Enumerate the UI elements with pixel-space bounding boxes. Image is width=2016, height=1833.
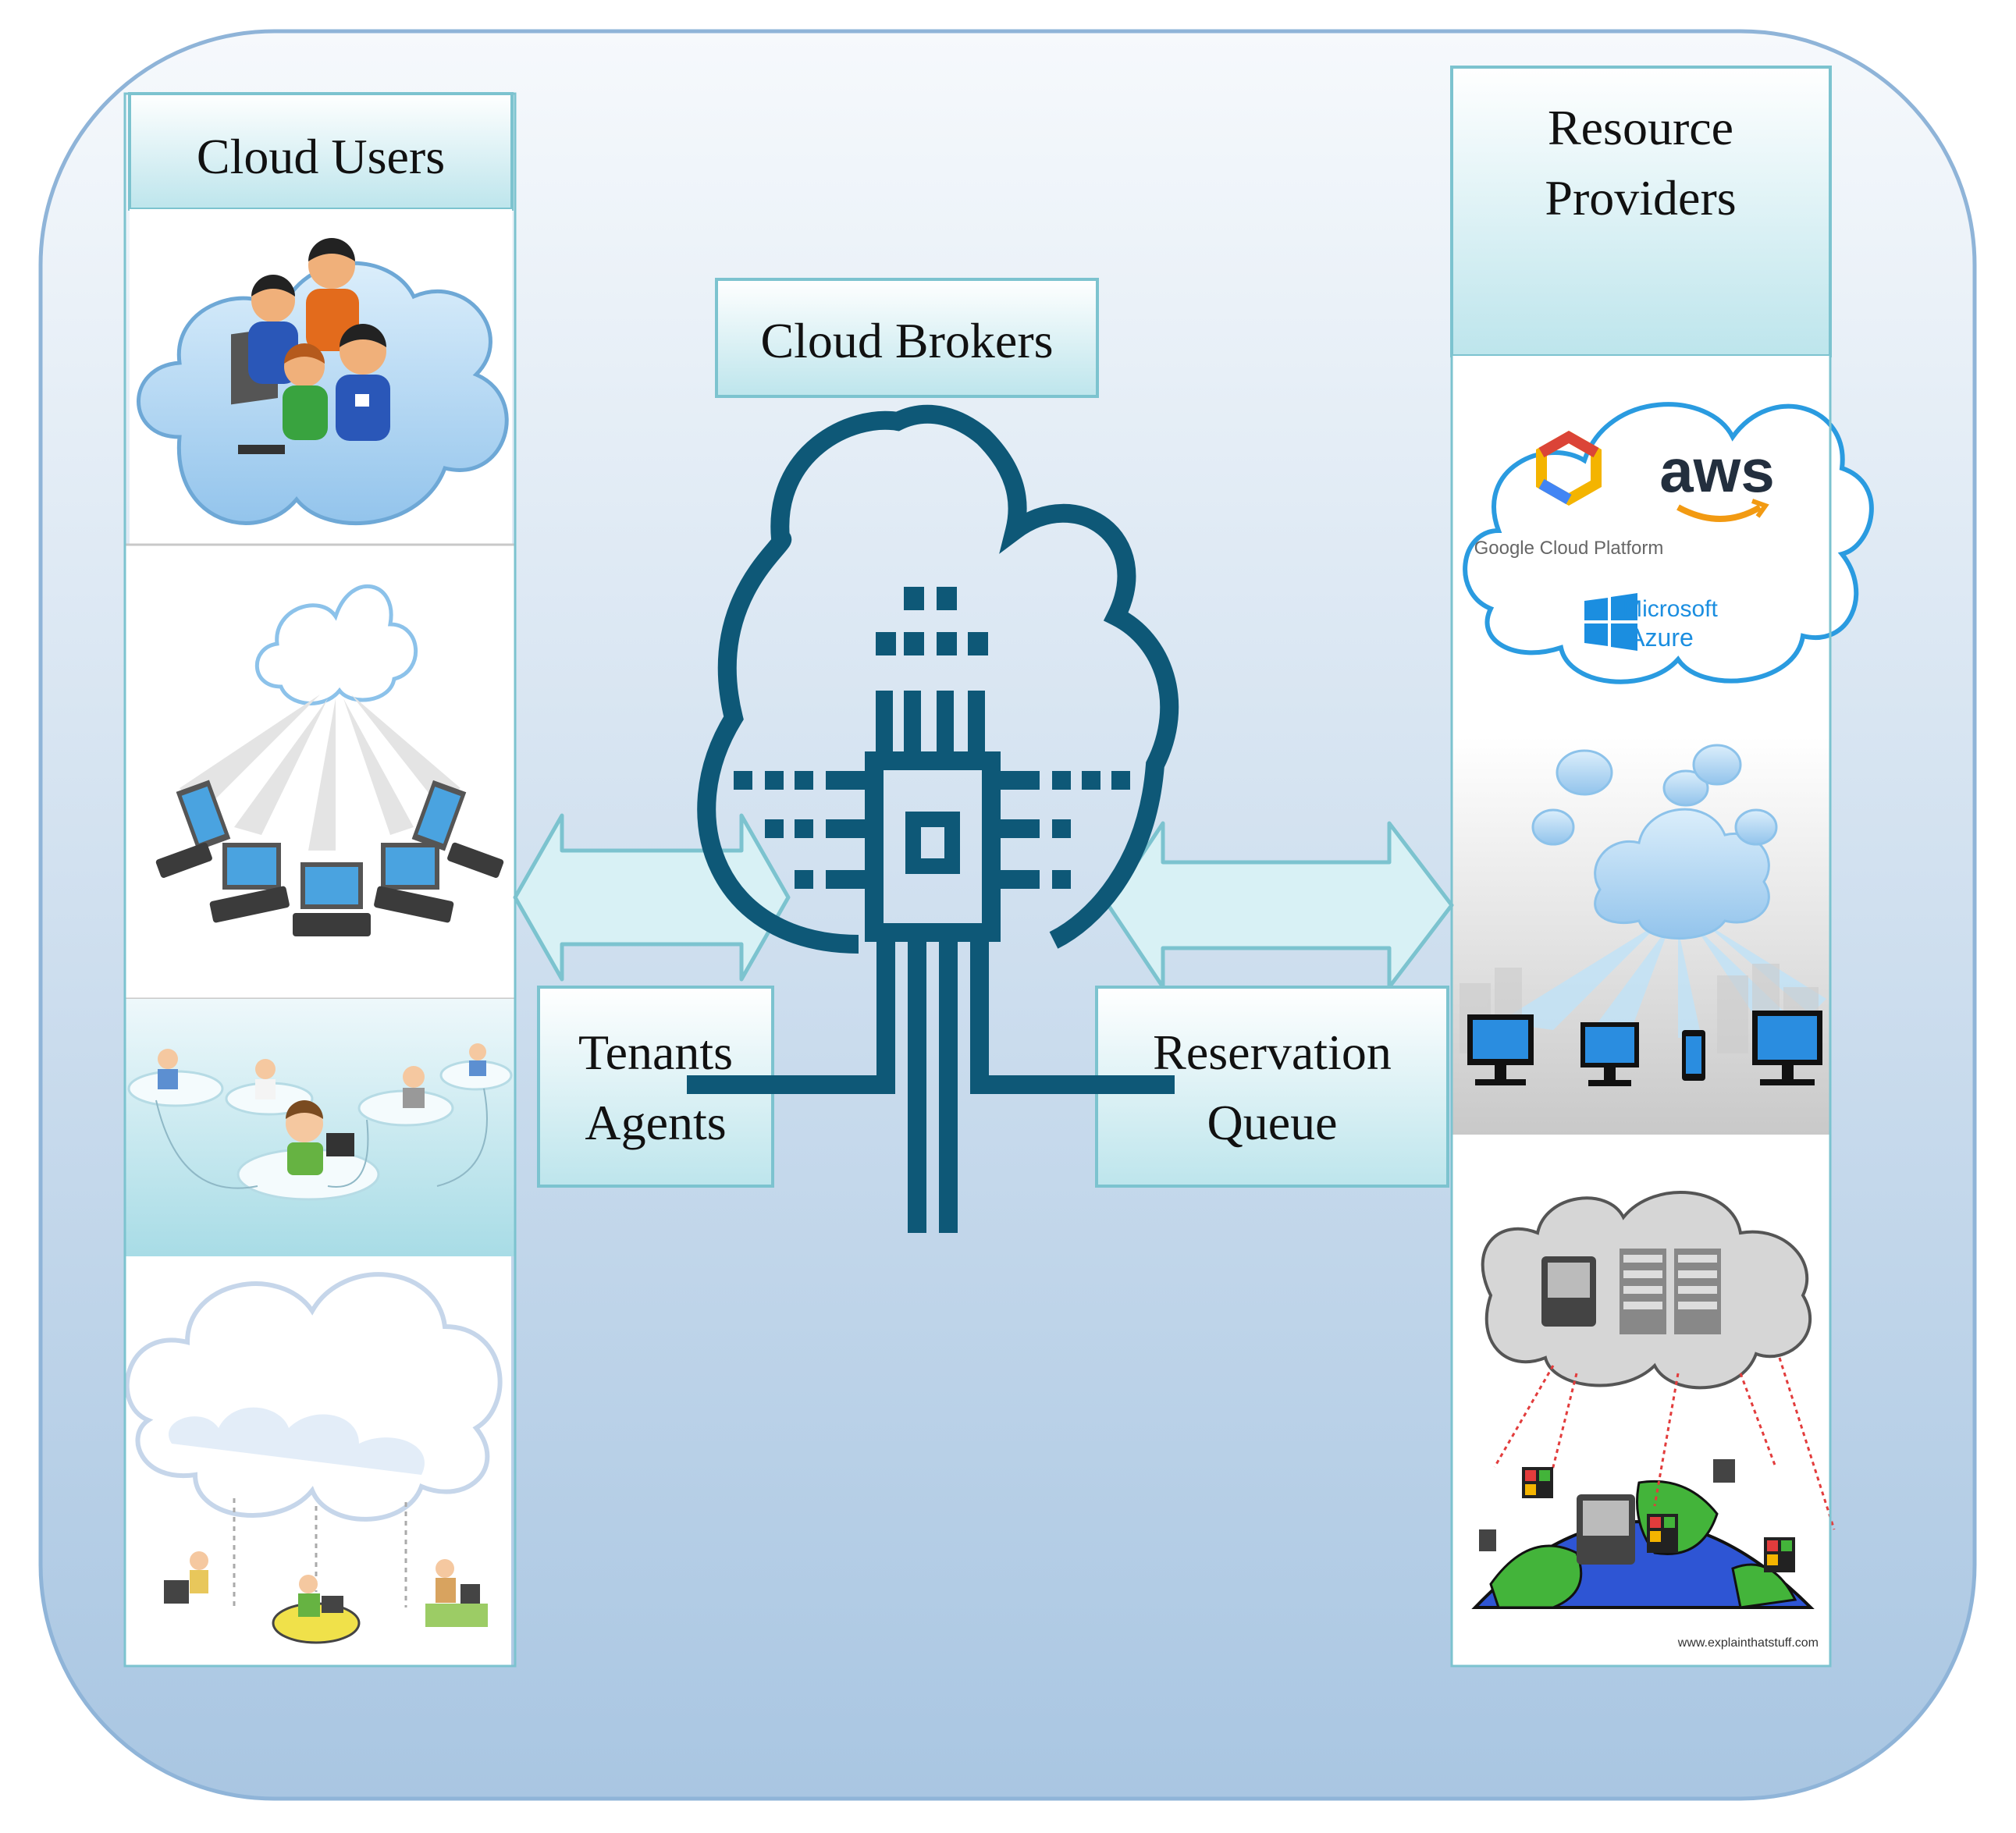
google-cloud-platform-text: Google Cloud Platform xyxy=(1474,538,1664,559)
cloud-rays-monitors-image xyxy=(1452,737,1830,1135)
cloud-globe-network-image xyxy=(1452,1135,1836,1666)
cloud-users-label-box xyxy=(128,92,514,211)
reservation-queue-label-line1: Reservation xyxy=(1153,1025,1392,1080)
provider-logos-image xyxy=(1452,356,1874,737)
google-cloud-logo xyxy=(1536,430,1602,506)
reservation-queue-label-line2: Queue xyxy=(1207,1095,1337,1150)
cloud-users-column xyxy=(123,92,517,1668)
resource-providers-label-line1: Resource xyxy=(1548,100,1733,155)
explainthatstuff-watermark: www.explainthatstuff.com xyxy=(1677,1636,1819,1650)
laptops-cloud-image xyxy=(123,543,517,1000)
cloud-brokers-label: Cloud Brokers xyxy=(760,313,1053,368)
aws-text: aws xyxy=(1659,436,1774,505)
broker-pixel-grid xyxy=(734,587,1130,889)
tenants-agents-label-line1: Tenants xyxy=(578,1025,733,1080)
people-clouds-image xyxy=(125,999,515,1256)
azure-logo xyxy=(1584,593,1637,651)
azure-text-line2: Azure xyxy=(1628,623,1694,652)
resource-providers-column xyxy=(1450,66,1874,1668)
cloud-users-label: Cloud Users xyxy=(197,129,445,184)
cloud-brokers-label-box xyxy=(715,278,1099,398)
tenants-agents-label-line2: Agents xyxy=(585,1095,726,1150)
aws-smile-icon xyxy=(1676,504,1762,522)
cloud-workers-image xyxy=(124,1256,511,1666)
azure-text-line1: Microsoft xyxy=(1623,596,1718,622)
resource-providers-label-line2: Providers xyxy=(1545,170,1736,226)
right-double-arrow xyxy=(1106,821,1454,989)
users-cloud-image xyxy=(130,209,512,545)
